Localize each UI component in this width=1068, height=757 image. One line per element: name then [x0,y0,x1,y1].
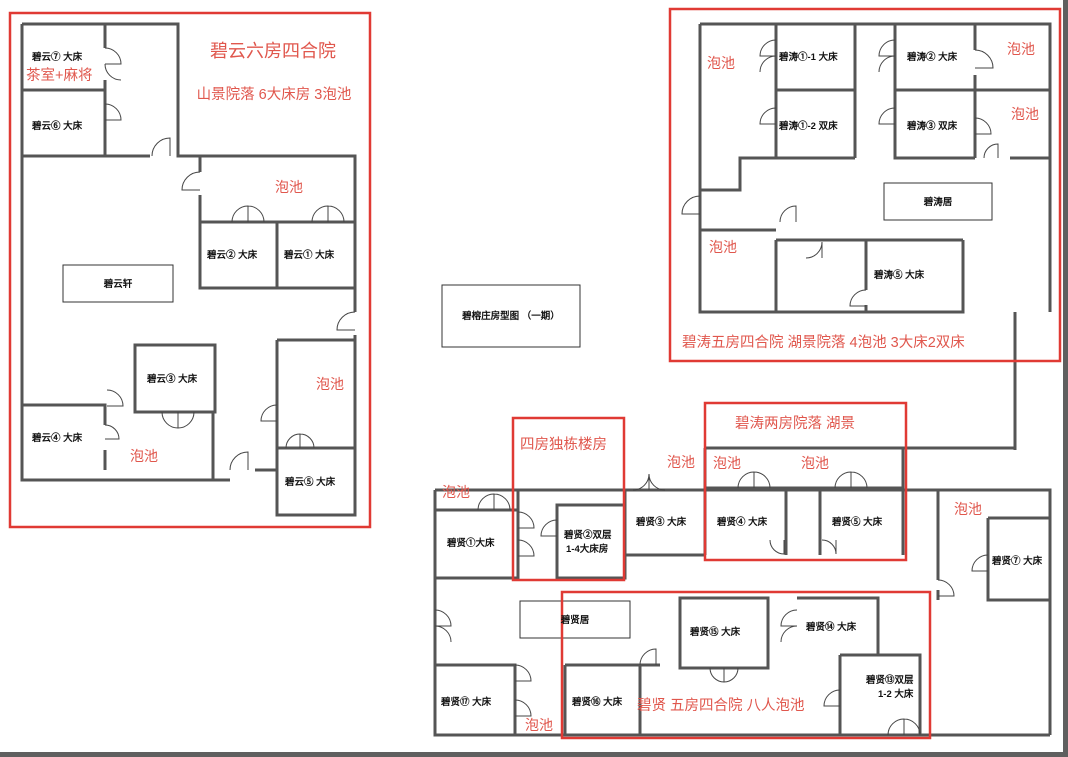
pool-label: 泡池 [954,501,982,517]
biyun-labels: 碧云⑦ 大床 碧云⑥ 大床 碧云② 大床 碧云① 大床 碧云轩 碧云③ 大床 碧… [31,51,336,488]
pool-label: 泡池 [707,55,735,71]
viewer-edge-bottom [0,752,1068,757]
room-bixian15: 碧贤⑮ 大床 [689,626,741,638]
pool-label: 泡池 [713,455,741,471]
pool-label: 泡池 [316,376,344,392]
room-bitao1-1: 碧涛①-1 大床 [778,51,838,63]
biyun-group-outline [8,11,372,529]
pool-label: 泡池 [1011,106,1039,122]
pool-label: 泡池 [525,717,553,733]
bitao-hall: 碧涛居 [923,196,953,208]
pool-labels: 泡池 泡池 泡池 泡池 泡池 泡池 泡池 泡池 泡池 泡池 泡池 泡池 泡池 [130,41,1039,733]
room-biyun2: 碧云② 大床 [206,249,258,261]
room-bixian13-line1: 碧贤⑬双层 [865,674,914,686]
bitao-five-group-title: 碧涛五房四合院 湖景院落 4泡池 3大床2双床 [682,334,965,351]
pool-label: 泡池 [275,179,303,195]
plan-title-box [441,284,581,348]
room-bixian17: 碧贤⑰ 大床 [440,696,492,708]
biyun-group-subtitle: 山景院落 6大床房 3泡池 [197,86,352,103]
room-bixian7: 碧贤⑦ 大床 [991,555,1043,567]
room-bitao2: 碧涛② 大床 [906,51,958,63]
room-bitao1-2: 碧涛①-2 双床 [778,120,838,132]
bixian-hall: 碧贤居 [560,614,590,626]
room-biyun3: 碧云③ 大床 [146,373,198,385]
biyun-doors [104,47,356,471]
bitao-labels: 碧涛①-1 大床 碧涛①-2 双床 碧涛② 大床 碧涛③ 双床 碧涛居 碧涛⑤ … [778,51,958,281]
room-bixian2-line2: 1-4大床房 [566,543,608,555]
bixian-labels: 碧贤①大床 碧贤②双层 1-4大床房 碧贤③ 大床 碧贤④ 大床 碧贤⑤ 大床 … [440,516,1043,708]
room-bitao5: 碧涛⑤ 大床 [873,269,925,281]
pool-label: 泡池 [667,454,695,470]
pool-label: 泡池 [709,239,737,255]
pool-label: 泡池 [1007,41,1035,57]
four-room-group-outline [511,416,626,582]
bitao-doors [681,39,999,307]
bixian-hall-box [519,600,631,639]
bitao-two-group-title: 碧涛两房院落 湖景 [735,415,855,432]
plan-title: 碧榕庄房型图 （一期） [461,310,560,322]
biyun-walls [20,22,357,517]
bitao-walls [698,22,1052,450]
room-biyun4: 碧云④ 大床 [31,432,83,444]
room-bitao3: 碧涛③ 双床 [906,120,958,132]
bitao-two-group-outline [703,401,908,562]
room-bixian16: 碧贤⑯ 大床 [571,696,623,708]
room-biyun7: 碧云⑦ 大床 [31,51,83,63]
bitao-five-group-outline [668,7,1062,363]
pool-label: 泡池 [801,455,829,471]
bitao-hall-box [883,182,993,221]
four-room-group-title: 四房独栋楼房 [520,435,607,453]
pool-label: 泡池 [442,484,470,500]
room-biyun6: 碧云⑥ 大床 [31,120,83,132]
biyun-tea-room-note: 茶室+麻将 [26,67,92,84]
viewer-edge-right [1063,0,1068,757]
room-bixian3: 碧贤③ 大床 [635,516,687,528]
bixian-five-group-outline [560,590,932,740]
bixian-five-group-title: 碧贤 五房四合院 八人泡池 [637,697,805,714]
room-bixian5: 碧贤⑤ 大床 [831,516,883,528]
biyun-group-title: 碧云六房四合院 [210,41,336,61]
pool-label: 泡池 [130,448,158,464]
room-bixian14: 碧贤⑭ 大床 [805,621,857,633]
room-bixian2-line1: 碧贤②双层 [563,529,612,541]
room-biyun1: 碧云① 大床 [283,249,335,261]
biyun-hall: 碧云轩 [103,278,133,290]
room-biyun5: 碧云⑤ 大床 [284,476,336,488]
room-bixian13-line2: 1-2 大床 [878,688,914,700]
biyun-hall-box [62,264,174,303]
room-bixian1: 碧贤①大床 [446,537,495,549]
bixian-doors [434,471,989,736]
room-bixian4: 碧贤④ 大床 [716,516,768,528]
